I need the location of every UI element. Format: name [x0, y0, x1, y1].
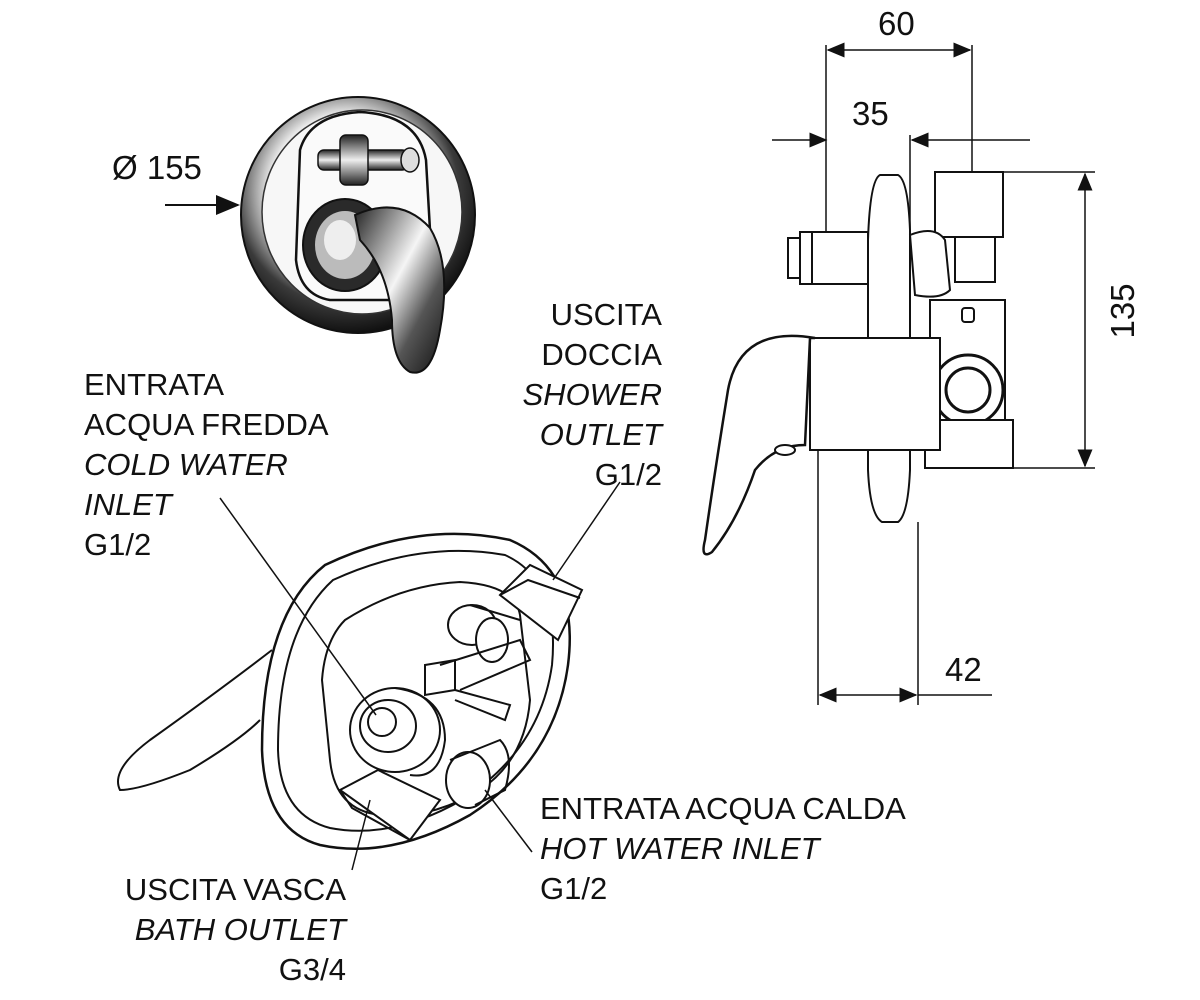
dim-body-depth: 35: [852, 95, 889, 132]
cold-inlet-callout: ENTRATA ACQUA FREDDA COLD WATER INLET G1…: [84, 365, 329, 565]
bath-outlet-callout: USCITA VASCA BATH OUTLET G3/4: [40, 870, 346, 990]
cold-inlet-leader: [219, 497, 377, 716]
diverter-knob: [317, 134, 420, 186]
shower-outlet-line2: DOCCIA: [541, 337, 662, 372]
hot-inlet-line2: HOT WATER INLET: [540, 831, 820, 866]
bath-outlet-thread: G3/4: [278, 952, 346, 987]
cold-inlet-line2: ACQUA FREDDA: [84, 407, 329, 442]
callout-leaders: [219, 481, 621, 871]
hot-inlet-callout: ENTRATA ACQUA CALDA HOT WATER INLET G1/2: [540, 789, 906, 909]
shower-outlet-thread: G1/2: [594, 457, 662, 492]
side-view-mixer: [702, 171, 1014, 556]
cold-inlet-line3: COLD WATER: [84, 447, 288, 482]
dim-height: 135: [1104, 283, 1141, 339]
diameter-label: Ø 155: [112, 149, 202, 186]
shower-outlet-leader: [552, 481, 621, 581]
shower-outlet-line4: OUTLET: [539, 417, 662, 452]
bath-outlet-line1: USCITA VASCA: [124, 872, 346, 907]
shower-outlet-line1: USCITA: [550, 297, 662, 332]
rear-view-body: [117, 532, 584, 850]
cold-inlet-line1: ENTRATA: [84, 367, 225, 402]
hot-inlet-thread: G1/2: [540, 871, 608, 906]
bath-outlet-line2: BATH OUTLET: [134, 912, 346, 947]
hot-inlet-leader: [484, 789, 533, 853]
shower-outlet-line3: SHOWER: [522, 377, 663, 412]
shower-outlet-callout: USCITA DOCCIA SHOWER OUTLET G1/2: [480, 295, 663, 495]
front-lever: [353, 206, 446, 374]
bath-outlet-leader: [351, 799, 371, 871]
side-lever: [702, 334, 816, 556]
dim-lever-projection: 42: [945, 651, 982, 688]
cold-inlet-thread: G1/2: [84, 527, 152, 562]
hot-inlet-line1: ENTRATA ACQUA CALDA: [540, 791, 906, 826]
dim-total-depth: 60: [878, 5, 915, 42]
front-view-mixer: [165, 96, 476, 374]
cold-inlet-line4: INLET: [84, 487, 172, 522]
side-view-dimensions: [772, 42, 1095, 705]
